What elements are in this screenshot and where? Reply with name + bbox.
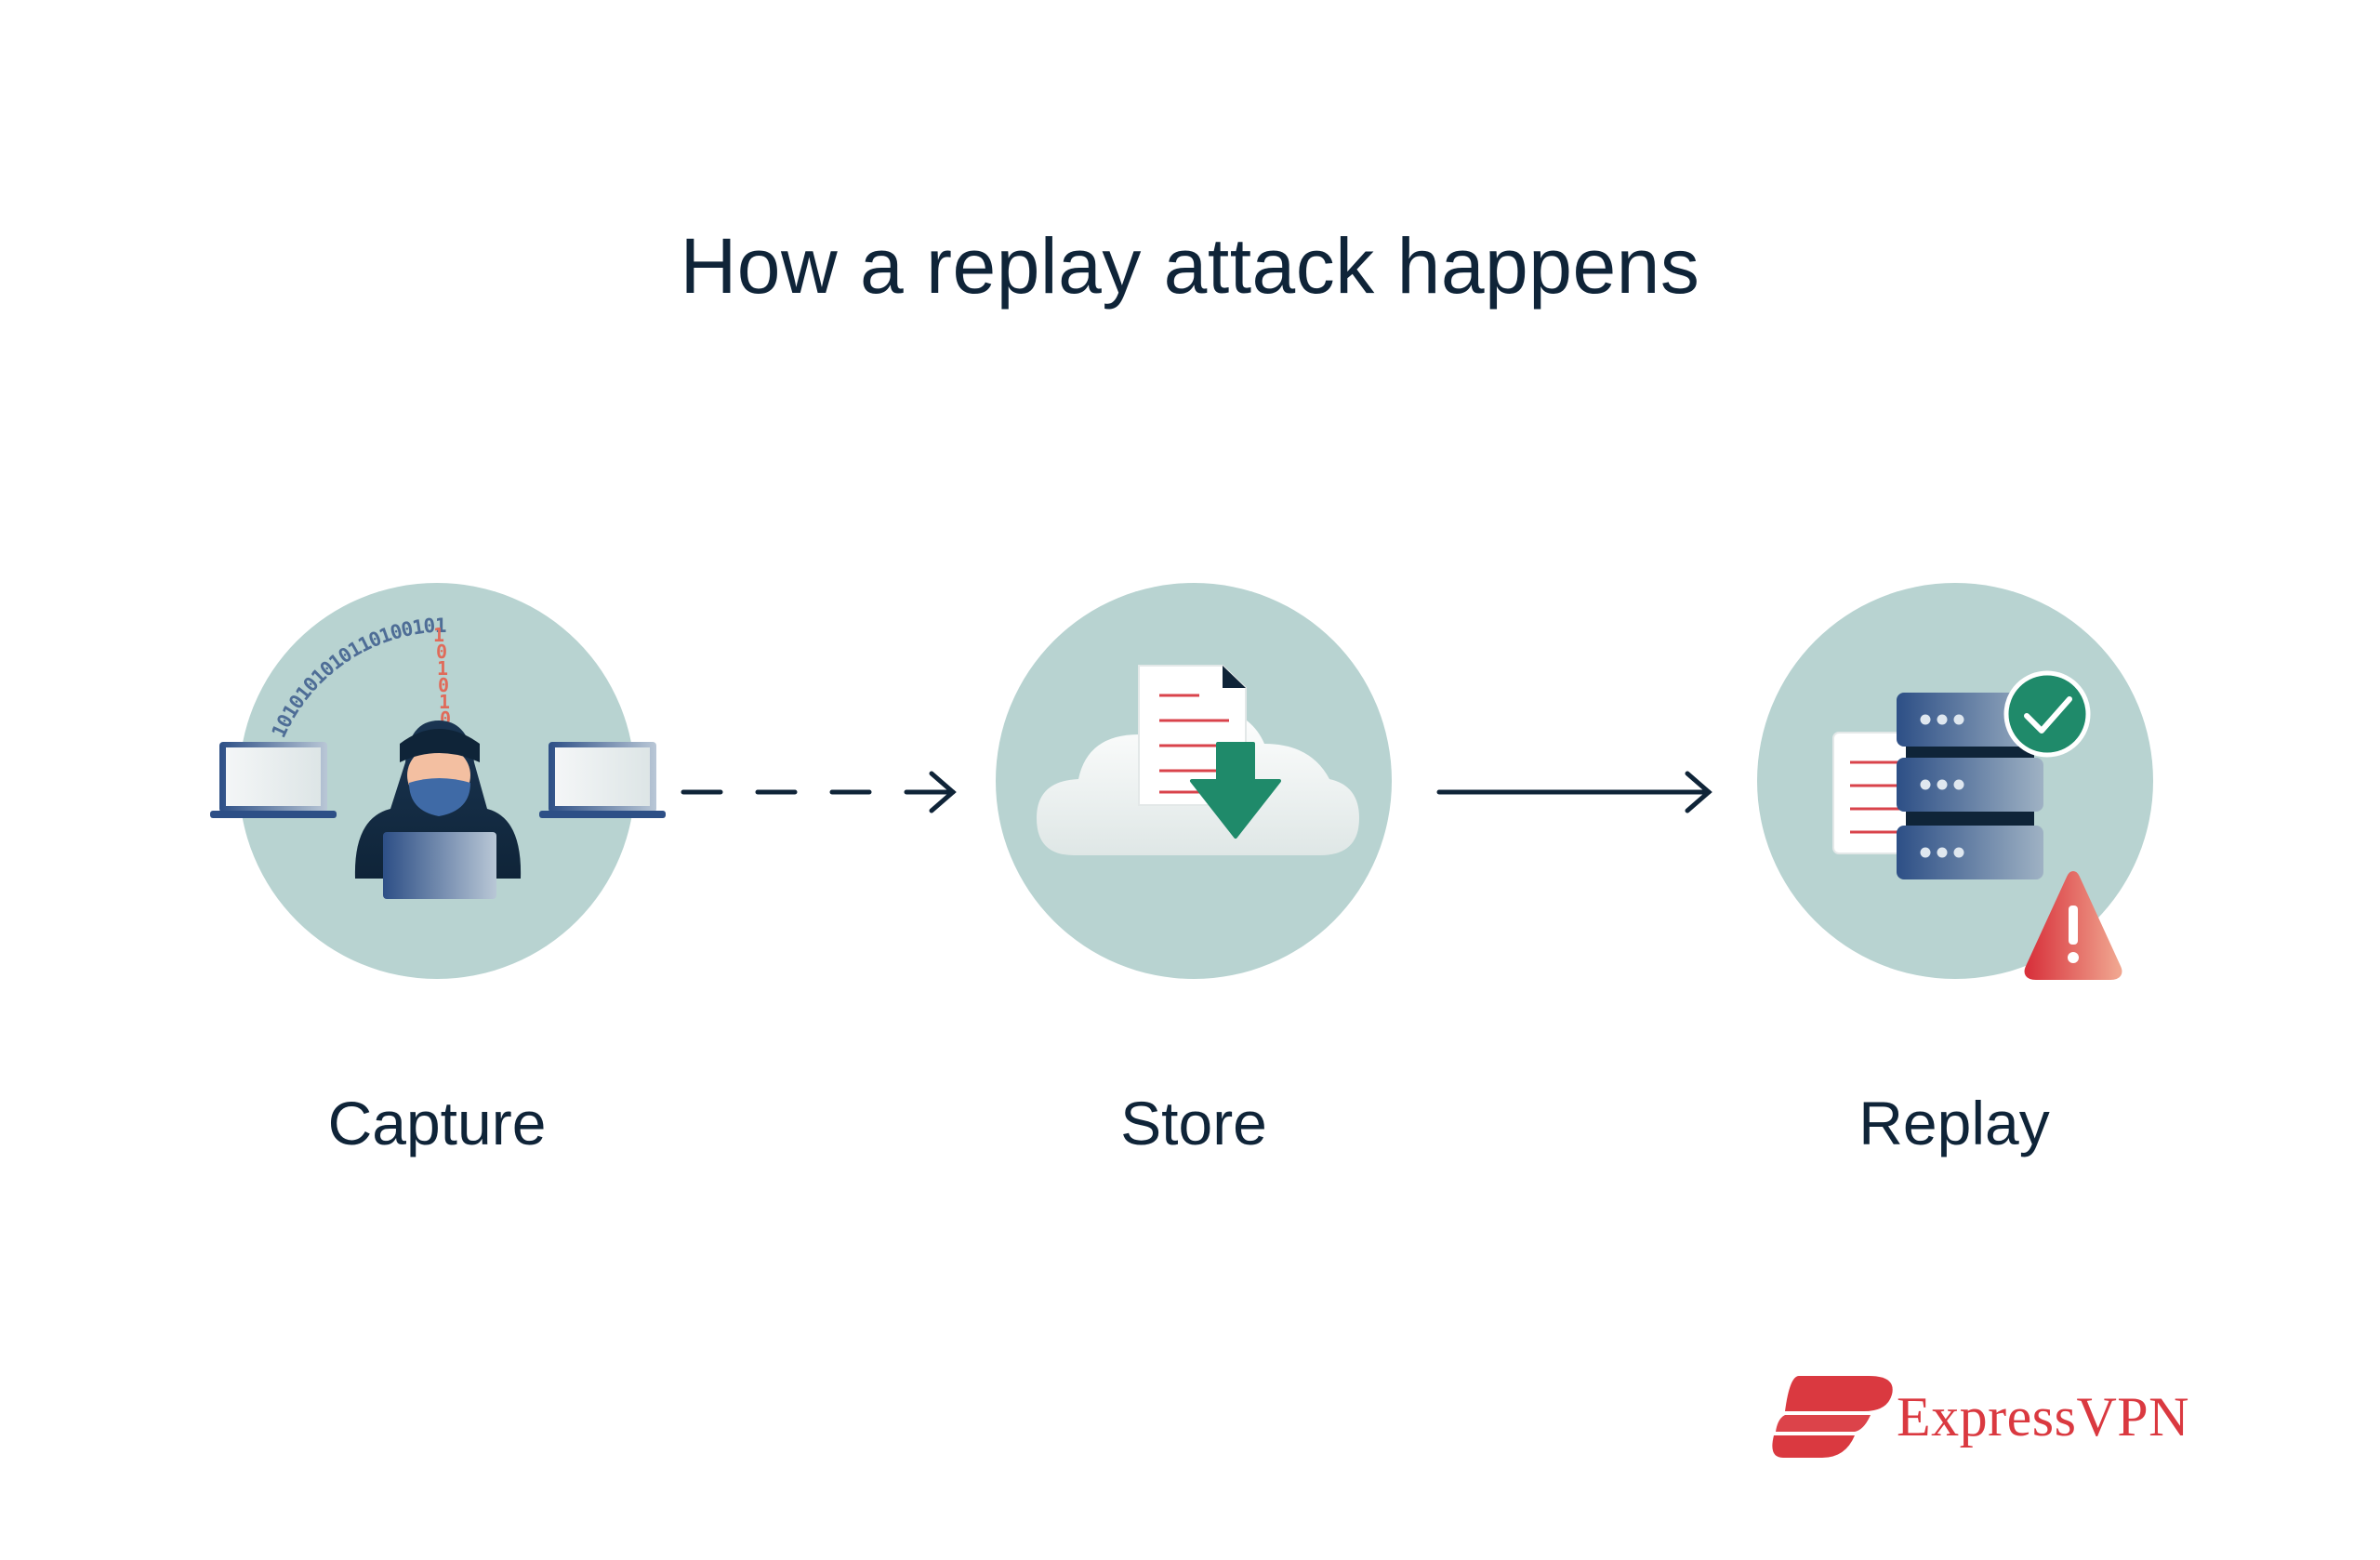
svg-text:1: 1 bbox=[439, 691, 450, 713]
stage-label-capture: Capture bbox=[327, 1089, 547, 1157]
diagram-title: How a replay attack happens bbox=[680, 222, 1700, 310]
download-arrow-icon bbox=[1190, 742, 1281, 839]
svg-text:1: 1 bbox=[433, 624, 444, 646]
victim-laptop-right-icon bbox=[539, 742, 666, 818]
stage-label-store: Store bbox=[1120, 1089, 1267, 1157]
victim-laptop-left-icon bbox=[210, 742, 337, 818]
brand-name: ExpressVPN bbox=[1897, 1386, 2189, 1448]
check-badge-icon bbox=[2003, 670, 2091, 758]
stage-label-replay: Replay bbox=[1858, 1089, 2050, 1157]
capture-to-store-arrow bbox=[681, 771, 957, 813]
store-illustration bbox=[996, 583, 1392, 979]
capture-illustration: 1010101010110100101011010101010 1 0 1 0 … bbox=[0, 0, 666, 979]
hacker-icon bbox=[354, 721, 522, 899]
store-to-replay-arrow bbox=[1436, 771, 1712, 813]
svg-text:0: 0 bbox=[438, 674, 449, 696]
replay-illustration bbox=[1757, 583, 2153, 980]
binary-stream-arc: 1010101010110100101011010101010 bbox=[0, 0, 446, 741]
warning-triangle-icon bbox=[2024, 871, 2122, 980]
svg-text:0: 0 bbox=[436, 641, 447, 663]
expressvpn-logo-icon bbox=[1772, 1376, 1893, 1458]
svg-text:1: 1 bbox=[437, 657, 448, 680]
